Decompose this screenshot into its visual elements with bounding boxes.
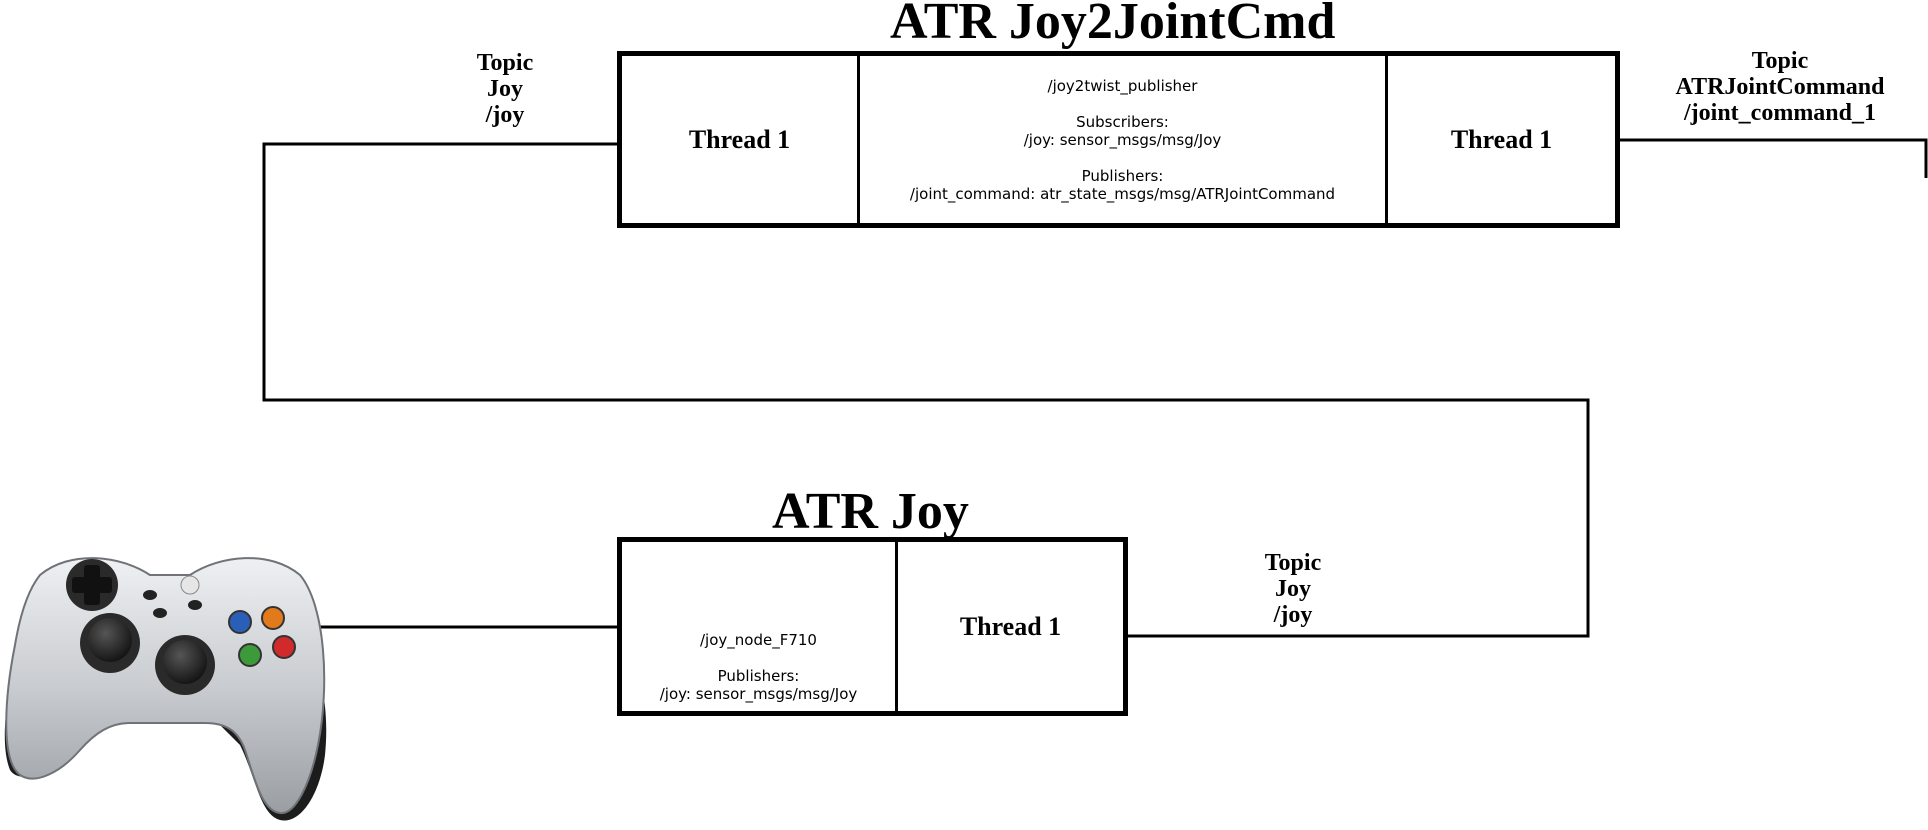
topic-line: Topic <box>1751 48 1809 74</box>
publisher-entry: /joy: sensor_msgs/msg/Joy <box>659 685 858 703</box>
topic-label-joint-command: Topic ATRJointCommand /joint_command_1 <box>1640 48 1920 126</box>
topic-type: Joy <box>487 76 523 102</box>
node-info-joy2jointcmd: /joy2twist_publisher Subscribers: /joy: … <box>857 56 1385 223</box>
node-info-joy: /joy_node_F710 Publishers: /joy: sensor_… <box>622 542 895 711</box>
publisher-entry: /joint_command: atr_state_msgs/msg/ATRJo… <box>909 184 1336 203</box>
subscriber-entry: /joy: sensor_msgs/msg/Joy <box>1023 130 1222 149</box>
node-name: /joy2twist_publisher <box>1047 76 1198 95</box>
topic-label-joy-out: Topic Joy /joy <box>1233 550 1353 628</box>
topic-label-joy-in: Topic Joy /joy <box>445 50 565 128</box>
topic-name: /joy <box>1273 602 1313 628</box>
topic-name: /joy <box>485 102 525 128</box>
thread-cell: Thread 1 <box>895 542 1123 711</box>
node-box-joy: /joy_node_F710 Publishers: /joy: sensor_… <box>617 537 1128 716</box>
topic-line: Topic <box>1264 550 1322 576</box>
thread-cell-left: Thread 1 <box>688 124 791 154</box>
node-name: /joy_node_F710 <box>700 631 817 649</box>
topic-name: /joint_command_1 <box>1684 100 1876 126</box>
wire-joy-topic <box>262 142 1590 638</box>
publishers-heading: Publishers: <box>717 667 800 685</box>
publishers-heading: Publishers: <box>1081 166 1164 185</box>
topic-line: Topic <box>476 50 534 76</box>
gamepad-icon <box>4 557 327 821</box>
thread-cell-right: Thread 1 <box>1385 56 1615 223</box>
topic-type: Joy <box>1275 576 1311 602</box>
subscribers-heading: Subscribers: <box>1076 112 1169 131</box>
node-title-joy: ATR Joy <box>772 483 969 540</box>
node-title-joy2jointcmd: ATR Joy2JointCmd <box>890 0 1336 50</box>
topic-type: ATRJointCommand <box>1675 74 1885 100</box>
wire-joint-command-topic <box>1620 138 1928 178</box>
node-box-joy2jointcmd: Thread 1 /joy2twist_publisher Subscriber… <box>617 51 1620 228</box>
